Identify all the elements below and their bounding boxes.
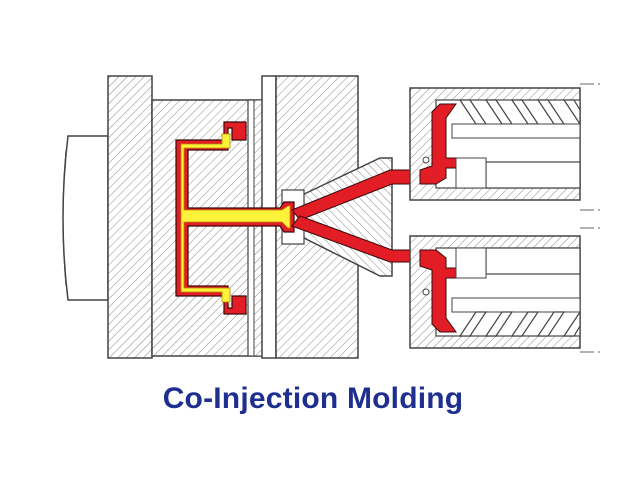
diagram-caption: Co-Injection Molding [162, 382, 464, 415]
moving-platen [107, 75, 153, 359]
clamp-shaft [62, 135, 109, 301]
lower-injection-unit [409, 235, 581, 349]
center-lines [580, 83, 604, 353]
upper-injection-unit [409, 87, 581, 201]
part-core-yellow [180, 133, 291, 303]
